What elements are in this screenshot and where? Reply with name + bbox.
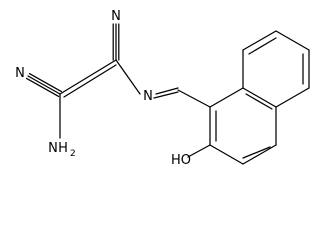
atom-imine-n: N (143, 89, 153, 104)
atom-labels: N N N N H 2 HO (15, 9, 191, 168)
bond-ring-c1-c8a (209, 87, 244, 108)
bond-ring-c8-c7-inner (248, 37, 277, 55)
atom-nitrile-left-n: N (15, 66, 25, 81)
bond-c2-oh (187, 144, 211, 158)
bond-c-imine-n (115, 59, 141, 95)
bond-ring-c3-c2 (209, 144, 244, 165)
atom-amino-subscript: 2 (70, 149, 76, 159)
bond-ring-c5-c4a (275, 87, 310, 108)
bond-ring-c8a-c4a (242, 87, 277, 108)
atom-amino-n: N (48, 141, 58, 156)
atom-hydroxyl: HO (171, 153, 191, 168)
bond-ring-c4-c3 (242, 144, 277, 165)
bond-imine-double-2 (153, 91, 179, 99)
bond-imine-double-1 (155, 87, 179, 95)
bonds (25, 23, 310, 165)
bond-ch-ring (177, 89, 211, 108)
bond-ring-c4a-c4a-inner (245, 93, 273, 110)
bond-nitrile-left-2 (28, 72, 63, 93)
bond-nitrile-left-3 (25, 77, 60, 98)
bond-c-c-double-1 (59, 59, 117, 95)
bond-c-c-double-2 (63, 64, 117, 98)
bond-nitrile-left-1 (27, 75, 61, 95)
bond-ring-c3-c4-inner (242, 146, 271, 159)
atom-amino-h: H (58, 141, 68, 156)
bond-ring-c8-c7 (242, 30, 277, 51)
chemical-structure: N N N N H 2 HO (15, 9, 310, 168)
atom-nitrile-top-n: N (111, 9, 121, 24)
bond-ring-c7-c6 (275, 30, 310, 51)
